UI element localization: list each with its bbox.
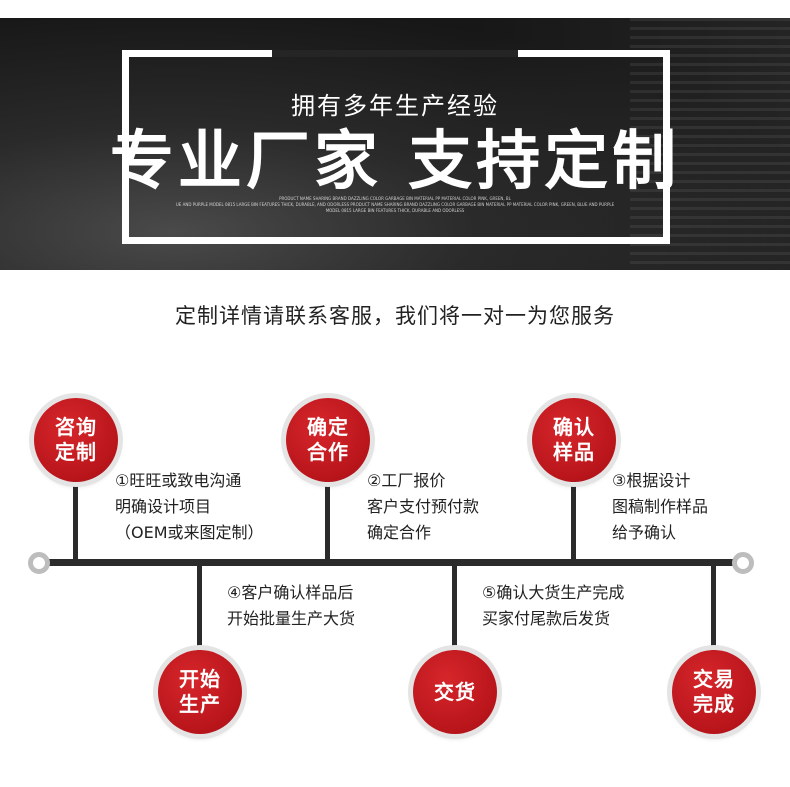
connector-step-2 [325, 470, 330, 562]
badge-line: 交货 [434, 679, 476, 704]
connector-step-5 [452, 563, 457, 663]
step-1-description: ①旺旺或致电沟通 明确设计项目 （OEM或来图定制） [115, 468, 264, 546]
step-3-line-3: 给予确认 [612, 523, 677, 542]
step-5-line-1: ⑤确认大货生产完成 [482, 583, 625, 602]
banner-fine-print-2: UE AND PURPLE MODEL 0815 LARGE BIN FEATU… [175, 202, 615, 207]
badge-transaction-complete: 交易 完成 [672, 650, 756, 734]
service-headline: 定制详情请联系客服，我们将一对一为您服务 [175, 304, 615, 328]
step-3-line-2: 图稿制作样品 [612, 497, 709, 516]
step-2-description: ②工厂报价 客户支付预付款 确定合作 [367, 468, 479, 546]
badge-start-production: 开始 生产 [158, 650, 242, 734]
step-5-line-2: 买家付尾款后发货 [482, 609, 611, 628]
badge-consult-customize: 咨询 定制 [34, 398, 118, 482]
step-3-description: ③根据设计 图稿制作样品 给予确认 [612, 468, 708, 546]
step-1-line-1: ①旺旺或致电沟通 [115, 471, 242, 490]
connector-step-6 [711, 563, 716, 663]
timeline-axis [48, 559, 734, 566]
banner-fine-print-3: MODEL 0815 LARGE BIN FEATURES THICK, DUR… [325, 208, 465, 213]
connector-step-3 [571, 470, 576, 562]
step-2-line-1: ②工厂报价 [367, 471, 446, 490]
hero-banner: 拥有多年生产经验 专业厂家 支持定制 PRODUCT NAME SHARING … [0, 18, 790, 270]
badge-delivery: 交货 [413, 650, 497, 734]
step-4-line-2: 开始批量生产大货 [227, 609, 356, 628]
step-1-line-2: 明确设计项目 [115, 497, 212, 516]
badge-line: 开始 [179, 667, 221, 691]
timeline-start-ring [28, 552, 50, 574]
step-2-line-2: 客户支付预付款 [367, 497, 480, 516]
step-4-description: ④客户确认样品后 开始批量生产大货 [227, 580, 355, 632]
banner-stripes-decoration [630, 18, 790, 270]
badge-confirm-cooperation: 确定 合作 [286, 398, 370, 482]
badge-line: 样品 [553, 440, 595, 464]
badge-line: 生产 [179, 692, 221, 716]
banner-subtitle: 拥有多年生产经验 [291, 92, 499, 120]
step-3-line-1: ③根据设计 [612, 471, 691, 490]
badge-line: 咨询 [55, 415, 97, 439]
badge-line: 确认 [553, 415, 595, 439]
step-2-line-3: 确定合作 [367, 523, 432, 542]
banner-frame-gap [272, 50, 518, 57]
badge-line: 确定 [307, 415, 349, 439]
badge-line: 合作 [307, 440, 349, 464]
timeline-end-ring [732, 552, 754, 574]
step-1-line-3: （OEM或来图定制） [115, 523, 264, 542]
step-4-line-1: ④客户确认样品后 [227, 583, 354, 602]
connector-step-4 [197, 563, 202, 663]
badge-confirm-sample: 确认 样品 [532, 398, 616, 482]
badge-line: 完成 [693, 692, 735, 716]
banner-title: 专业厂家 支持定制 [109, 125, 681, 199]
badge-line: 定制 [55, 440, 97, 464]
step-5-description: ⑤确认大货生产完成 买家付尾款后发货 [482, 580, 624, 632]
connector-step-1 [73, 470, 78, 562]
banner-fine-print-1: PRODUCT NAME SHARING BRAND DAZZLING COLO… [279, 196, 511, 201]
badge-line: 交易 [693, 667, 735, 691]
